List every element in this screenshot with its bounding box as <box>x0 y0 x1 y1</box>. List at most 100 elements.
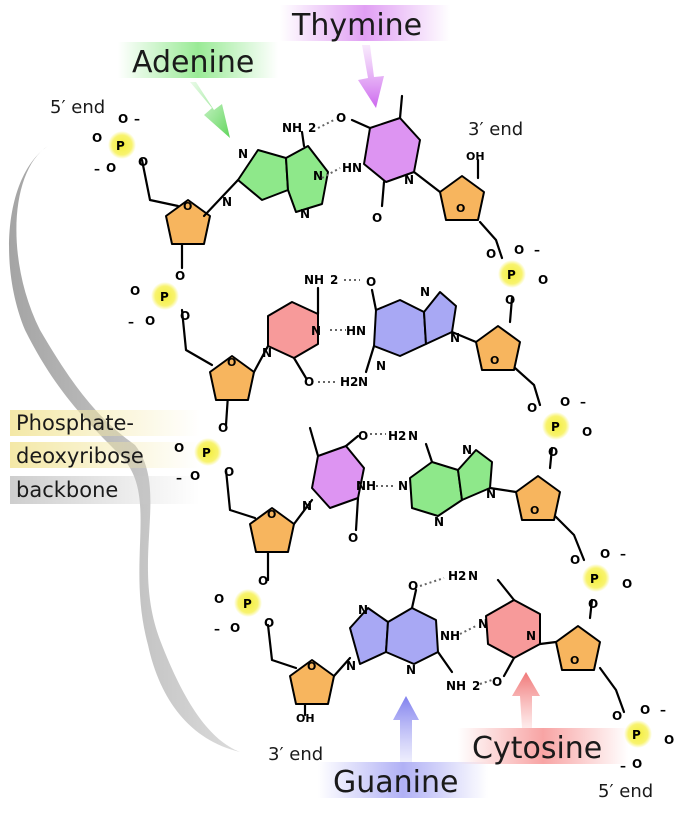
atom-label: O <box>118 112 128 126</box>
atom-label: NH <box>356 479 376 493</box>
atom-label: P <box>551 420 560 434</box>
right-strand-backbone <box>476 158 626 714</box>
atom-label: O <box>372 211 382 225</box>
sugar-right-2: O <box>475 325 521 371</box>
atom-label: P <box>632 728 641 742</box>
atom-label: O <box>138 155 148 169</box>
atom-label: O <box>490 354 499 367</box>
sugar-left-4: O OH <box>289 659 335 725</box>
atom-label: N <box>358 603 368 617</box>
atom-label: O <box>366 275 376 289</box>
atom-label: – <box>620 759 626 773</box>
base-pair-3: O NH O N H 2 N N N N N <box>292 426 518 545</box>
atom-label: O <box>514 243 524 257</box>
atom-label: O <box>180 309 190 323</box>
atom-label: O <box>336 111 346 125</box>
atom-label: N <box>311 324 321 338</box>
atom-label: 2 <box>458 569 466 583</box>
atom-label: N <box>346 659 356 673</box>
phosphate-8: P O O – O – O <box>612 703 674 773</box>
atom-label: N <box>526 629 536 643</box>
atom-label: N <box>434 515 444 529</box>
atom-label: 2 <box>330 273 338 287</box>
atom-label: N <box>462 443 472 457</box>
atom-label: NH <box>282 121 302 135</box>
atom-label: O <box>130 284 140 298</box>
atom-label: O <box>264 616 274 630</box>
cytosine-base-4: N N O H 2 N <box>448 569 558 689</box>
atom-label: O <box>632 757 642 771</box>
atom-label: OH <box>466 150 485 163</box>
guanine-label: Guanine <box>333 765 458 800</box>
atom-label: N <box>450 331 460 345</box>
atom-label: O <box>560 395 570 409</box>
base-pair-4: N N N O NH NH 2 N N O H 2 N <box>332 569 558 693</box>
thymine-label-group: Thymine <box>280 5 450 108</box>
atom-label: O <box>640 703 650 717</box>
atom-label: O <box>600 547 610 561</box>
sugar-right-3: O <box>515 475 561 521</box>
atom-label: O <box>267 508 276 521</box>
atom-label: N <box>262 346 272 360</box>
atom-label: O <box>92 131 102 145</box>
backbone-label-line2: deoxyribose <box>16 444 144 468</box>
backbone-label-line1: Phosphate- <box>16 411 134 435</box>
backbone-label-line3: backbone <box>16 478 118 502</box>
adenine-base-3: H 2 N N N N N <box>388 429 518 529</box>
atom-label: O <box>183 200 192 213</box>
guanine-base-4: N N N O NH NH 2 <box>332 579 480 693</box>
phosphate-4: P O O – O O <box>214 574 274 636</box>
atom-label: H <box>388 429 398 443</box>
atom-label: O <box>358 429 368 443</box>
guanine-base-2: O HN N N N H 2 N <box>340 275 478 389</box>
cytosine-label-group: Cytosine <box>458 672 628 766</box>
atom-label: O <box>505 293 515 307</box>
atom-label: N <box>478 617 488 631</box>
atom-label: 2 <box>308 121 316 135</box>
phosphate-1: P O – O – O O <box>92 112 148 176</box>
atom-label: O <box>456 202 465 215</box>
atom-label: N <box>420 285 430 299</box>
thymine-arrow <box>358 45 384 108</box>
atom-label: P <box>116 139 125 153</box>
atom-label: N <box>302 499 312 513</box>
guanine-arrow <box>393 696 419 762</box>
sugar-left-2: O <box>209 355 255 401</box>
atom-label: O <box>230 621 240 635</box>
atom-label: HN <box>346 324 366 338</box>
atom-label: O <box>664 733 674 747</box>
atom-label: NH <box>440 629 460 643</box>
atom-label: N <box>358 375 368 389</box>
thymine-base-3: O NH O N <box>292 426 376 545</box>
atom-label: – <box>214 622 220 636</box>
phosphate-2: P O O – O O <box>128 269 190 329</box>
sugar-left-3: O <box>249 507 295 553</box>
atom-label: – <box>134 112 140 126</box>
atom-label: O <box>588 597 598 611</box>
atom-label: O <box>307 660 316 673</box>
sugar-right-4: O <box>555 625 601 671</box>
atom-label: O <box>214 592 224 606</box>
guanine-label-group: Guanine <box>318 696 488 800</box>
backbone-label-group: Phosphate- deoxyribose backbone <box>10 410 200 504</box>
atom-label: – <box>580 395 586 409</box>
adenine-base-1: N N N N NH 2 <box>202 121 329 221</box>
adenine-label-group: Adenine <box>118 42 278 138</box>
atom-label: O <box>548 445 558 459</box>
atom-label: O <box>190 469 200 483</box>
sugar-left-1: O <box>165 199 211 245</box>
atom-label: H <box>448 569 458 583</box>
cytosine-arrow <box>512 672 540 728</box>
atom-label: O <box>486 247 496 261</box>
adenine-arrow <box>190 82 230 138</box>
atom-label: H <box>340 375 350 389</box>
atom-label: – <box>660 703 666 717</box>
atom-label: OH <box>296 712 315 725</box>
atom-label: – <box>534 243 540 257</box>
atom-label: O <box>570 654 579 667</box>
atom-label: N <box>406 663 416 677</box>
atom-label: O <box>304 375 314 389</box>
atom-label: N <box>398 479 408 493</box>
atom-label: NH <box>446 679 466 693</box>
atom-label: N <box>300 207 310 221</box>
